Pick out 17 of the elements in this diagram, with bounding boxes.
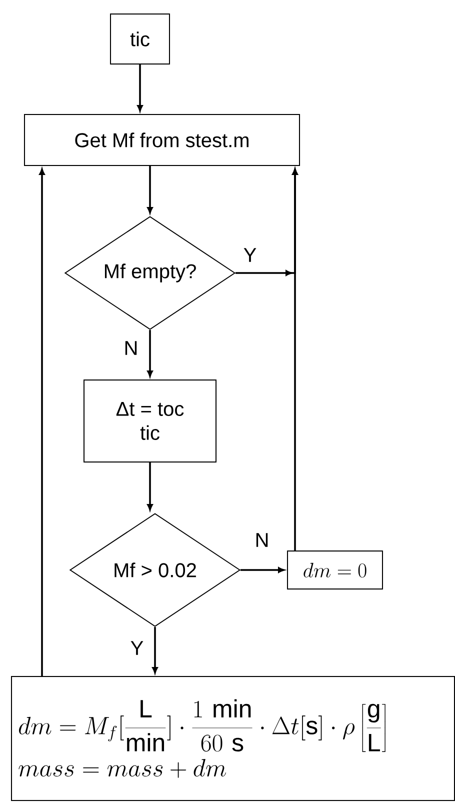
- edge-label: Y: [242, 247, 258, 263]
- process-box: $dm = 0$: [287, 550, 383, 590]
- arrow: [39, 168, 45, 676]
- process-box: $dm = M_f[\frac{\mathrm{L}}{\mathrm{min}}]\cdot\frac{1\ \mathrm{min}}{60\ \mathrm{s}}\cdot\Delta t[\mathrm{s}]\cdot\rho\left[\frac{\mathrm{g}}{\mathrm{L}}\right]$ $mass = mass + dm$: [11, 676, 455, 801]
- edge-label: Y: [129, 640, 145, 656]
- arrow: [152, 627, 158, 674]
- process-box: Δt = toc tic: [84, 380, 216, 462]
- arrow: [147, 330, 153, 377]
- edge-label: N: [254, 532, 270, 548]
- arrow: [292, 168, 298, 550]
- arrow: [240, 567, 284, 573]
- arrow: [147, 462, 153, 510]
- process-box: tic: [110, 14, 170, 64]
- edge-label: N: [122, 340, 140, 356]
- process-box: Get Mf from stest.m: [24, 114, 300, 166]
- arrow: [137, 64, 143, 112]
- arrow: [147, 166, 153, 214]
